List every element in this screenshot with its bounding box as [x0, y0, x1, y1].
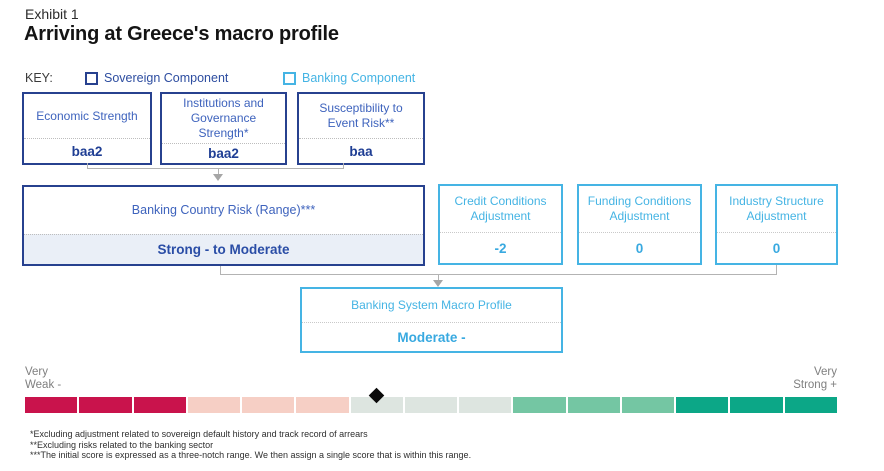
connector-line	[438, 274, 439, 281]
scale-segment	[676, 397, 729, 413]
banking-system-macro-profile-box: Banking System Macro Profile Moderate -	[300, 287, 563, 353]
footnote-line: **Excluding risks related to the banking…	[30, 439, 214, 450]
connector-line	[776, 265, 777, 275]
connector-line	[218, 168, 219, 175]
footnote-line: ***The initial score is expressed as a t…	[30, 450, 472, 461]
credit-conditions-adjustment-box: Credit Conditions Adjustment -2	[438, 184, 563, 265]
institutions-governance-box: Institutions and Governance Strength* ba…	[160, 92, 287, 165]
scale-segment	[784, 397, 837, 413]
connector-line	[87, 168, 344, 169]
scale-right-label: Very Strong +	[793, 366, 837, 392]
banking-legend-swatch-icon	[283, 72, 296, 85]
key-sovereign-label: Sovereign Component	[104, 71, 229, 85]
industry-structure-adjustment-box: Industry Structure Adjustment 0	[715, 184, 838, 265]
box-title: Susceptibility to Event Risk**	[319, 101, 403, 130]
scale-right-label-line: Very	[813, 366, 837, 378]
box-title: Institutions and Governance Strength*	[183, 96, 264, 140]
box-title: Funding Conditions Adjustment	[587, 194, 692, 223]
footnotes: *Excluding adjustment related to soverei…	[30, 429, 471, 461]
connector-line	[343, 163, 344, 169]
scale-segment	[567, 397, 620, 413]
box-title: Banking System Macro Profile	[351, 298, 512, 312]
scale-segment	[730, 397, 783, 413]
scale-segment	[79, 397, 132, 413]
scale-right-label-line: Strong +	[793, 379, 837, 391]
scale-bar	[25, 397, 837, 413]
scale-segment	[296, 397, 349, 413]
scale-segment	[621, 397, 675, 413]
scale-left-label-line: Very	[25, 366, 49, 378]
down-arrow-icon	[433, 280, 443, 287]
box-value: 0	[717, 232, 836, 263]
box-value: 0	[579, 232, 700, 263]
funding-conditions-adjustment-box: Funding Conditions Adjustment 0	[577, 184, 702, 265]
scale-segment	[242, 397, 295, 413]
connector-line	[220, 274, 777, 275]
box-value: baa	[299, 138, 423, 163]
scale-segment	[187, 397, 241, 413]
box-value: -2	[440, 232, 561, 263]
scale-segment	[459, 397, 512, 413]
scale-left-label-line: Weak -	[25, 379, 62, 391]
box-title: Banking Country Risk (Range)***	[131, 203, 316, 217]
scale-segment	[513, 397, 566, 413]
box-title: Economic Strength	[36, 108, 138, 123]
sovereign-legend-swatch-icon	[85, 72, 98, 85]
scale-segment	[350, 397, 403, 413]
key-banking-label: Banking Component	[302, 71, 416, 85]
susceptibility-event-risk-box: Susceptibility to Event Risk** baa	[297, 92, 425, 165]
scale-left-label: Very Weak -	[25, 366, 61, 392]
economic-strength-box: Economic Strength baa2	[22, 92, 152, 165]
box-value: baa2	[24, 138, 150, 163]
connector-line	[220, 266, 221, 275]
banking-country-risk-box: Banking Country Risk (Range)*** Strong -…	[22, 185, 425, 266]
footnote-line: *Excluding adjustment related to soverei…	[30, 429, 368, 439]
down-arrow-icon	[213, 174, 223, 181]
box-value: Moderate -	[302, 322, 561, 351]
connector-line	[87, 163, 88, 169]
box-title: Industry Structure Adjustment	[729, 194, 824, 223]
scale-segment	[404, 397, 458, 413]
exhibit-label: Exhibit 1	[25, 6, 79, 22]
key-label: KEY:	[25, 71, 53, 85]
box-value: baa2	[162, 143, 285, 163]
box-value: Strong - to Moderate	[24, 234, 423, 264]
scale-segment	[133, 397, 186, 413]
page-title: Arriving at Greece's macro profile	[24, 23, 339, 45]
scale-segment	[25, 397, 78, 413]
box-title: Credit Conditions Adjustment	[454, 194, 547, 223]
